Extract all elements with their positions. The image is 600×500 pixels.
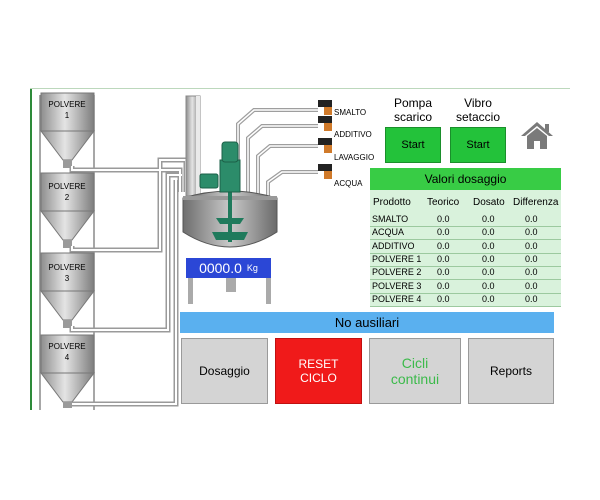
silo-number: 1	[64, 111, 70, 120]
table-cell-product: POLVERE 4	[372, 293, 422, 304]
dosaggio-table: Prodotto Teorico Dosato Differenza SMALT…	[370, 190, 561, 307]
col-prodotto: Prodotto	[373, 197, 411, 208]
table-cell-value: 0.0	[482, 253, 495, 264]
table-cell-value: 0.0	[482, 214, 495, 224]
table-row-divider	[370, 252, 561, 254]
reset-line1: RESET	[298, 357, 339, 371]
table-cell-value: 0.0	[482, 280, 495, 291]
silo-label-1[interactable]: POLVERE 1	[42, 99, 92, 121]
pompa-scarico-label: Pompa scarico	[383, 96, 443, 124]
silo-number: 2	[64, 193, 70, 202]
vibro-setaccio-label: Vibro setaccio	[448, 96, 508, 124]
valve-smalto[interactable]: SMALTO	[334, 108, 367, 117]
reports-button-label: Reports	[489, 364, 533, 378]
table-cell-product: SMALTO	[372, 214, 409, 224]
reset-ciclo-button[interactable]: RESET CICLO	[275, 338, 362, 404]
silo-label-3[interactable]: POLVERE 3	[42, 262, 92, 284]
col-teorico: Teorico	[427, 197, 460, 208]
table-row-divider	[370, 292, 561, 294]
table-cell-product: POLVERE 2	[372, 267, 422, 278]
table-cell-value: 0.0	[437, 267, 450, 278]
cicli-continui-label: Cicli continui	[391, 355, 439, 387]
home-icon[interactable]	[519, 119, 555, 151]
reset-line2: CICLO	[300, 371, 337, 385]
dosaggio-button-label: Dosaggio	[199, 364, 250, 378]
table-cell-value: 0.0	[437, 293, 450, 304]
table-cell-value: 0.0	[525, 280, 538, 291]
table-cell-value: 0.0	[437, 280, 450, 291]
table-row-divider	[370, 226, 561, 227]
valve-additivo[interactable]: ADDITIVO	[334, 130, 372, 139]
scale-value: 0000.0	[199, 260, 242, 276]
table-cell-value: 0.0	[437, 227, 450, 238]
table-cell-product: POLVERE 1	[372, 253, 422, 264]
silo-name: POLVERE	[48, 342, 86, 351]
table-cell-value: 0.0	[525, 240, 538, 251]
liquid-pipes	[236, 108, 318, 196]
valve-lavaggio[interactable]: LAVAGGIO	[334, 153, 375, 162]
valve-acqua[interactable]: ACQUA	[334, 179, 363, 188]
table-cell-product: ACQUA	[372, 227, 405, 238]
silo-4-graphic	[39, 334, 96, 408]
pompa-start-button[interactable]: Start	[385, 127, 441, 163]
silo-label-4[interactable]: POLVERE 4	[42, 341, 92, 363]
reports-button[interactable]: Reports	[468, 338, 554, 404]
table-cell-value: 0.0	[525, 293, 538, 304]
table-cell-value: 0.0	[482, 227, 495, 238]
status-bar: No ausiliari	[180, 312, 554, 333]
table-cell-value: 0.0	[437, 253, 450, 264]
dosaggio-button[interactable]: Dosaggio	[181, 338, 268, 404]
valori-dosaggio-title: Valori dosaggio	[370, 168, 561, 190]
silo-name: POLVERE	[48, 182, 86, 191]
cicli-line2: continui	[390, 371, 440, 387]
table-cell-value: 0.0	[482, 267, 495, 278]
silo-name: POLVERE	[48, 263, 86, 272]
silo-number: 4	[64, 353, 70, 362]
reset-ciclo-label: RESET CICLO	[298, 357, 338, 385]
valve-graphics	[318, 100, 332, 179]
vibro-line1: Vibro	[464, 96, 492, 110]
vibro-line2: setaccio	[455, 110, 501, 124]
pompa-line2: scarico	[393, 110, 432, 124]
silo-label-2[interactable]: POLVERE 2	[42, 181, 92, 203]
table-cell-value: 0.0	[482, 293, 495, 304]
vibro-start-button[interactable]: Start	[450, 127, 506, 163]
table-cell-value: 0.0	[525, 253, 538, 264]
silo-name: POLVERE	[48, 100, 86, 109]
table-cell-value: 0.0	[525, 214, 538, 224]
table-row-divider	[370, 305, 561, 307]
table-cell-value: 0.0	[482, 240, 495, 251]
scale-unit: Kg	[246, 263, 258, 273]
mixer-tank	[182, 141, 278, 304]
pompa-line1: Pompa	[393, 96, 433, 110]
silo-1-graphic	[39, 92, 96, 168]
col-differenza: Differenza	[513, 197, 559, 208]
silo-2-graphic	[39, 172, 96, 248]
table-cell-value: 0.0	[525, 227, 538, 238]
scale-display: 0000.0 Kg	[186, 258, 271, 278]
panel-border-top	[30, 88, 570, 89]
table-cell-product: ADDITIVO	[372, 240, 415, 251]
table-row-divider	[370, 279, 561, 281]
table-row-divider	[370, 265, 561, 267]
col-dosato: Dosato	[473, 197, 505, 208]
silo-number: 3	[64, 274, 70, 283]
panel-border	[30, 88, 32, 410]
cicli-continui-button[interactable]: Cicli continui	[369, 338, 461, 404]
table-cell-product: POLVERE 3	[372, 280, 422, 291]
silo-3-graphic	[39, 252, 96, 328]
table-cell-value: 0.0	[525, 267, 538, 278]
table-cell-value: 0.0	[437, 214, 450, 224]
cicli-line1: Cicli	[401, 355, 429, 371]
table-cell-value: 0.0	[437, 240, 450, 251]
table-row-divider	[370, 239, 561, 241]
